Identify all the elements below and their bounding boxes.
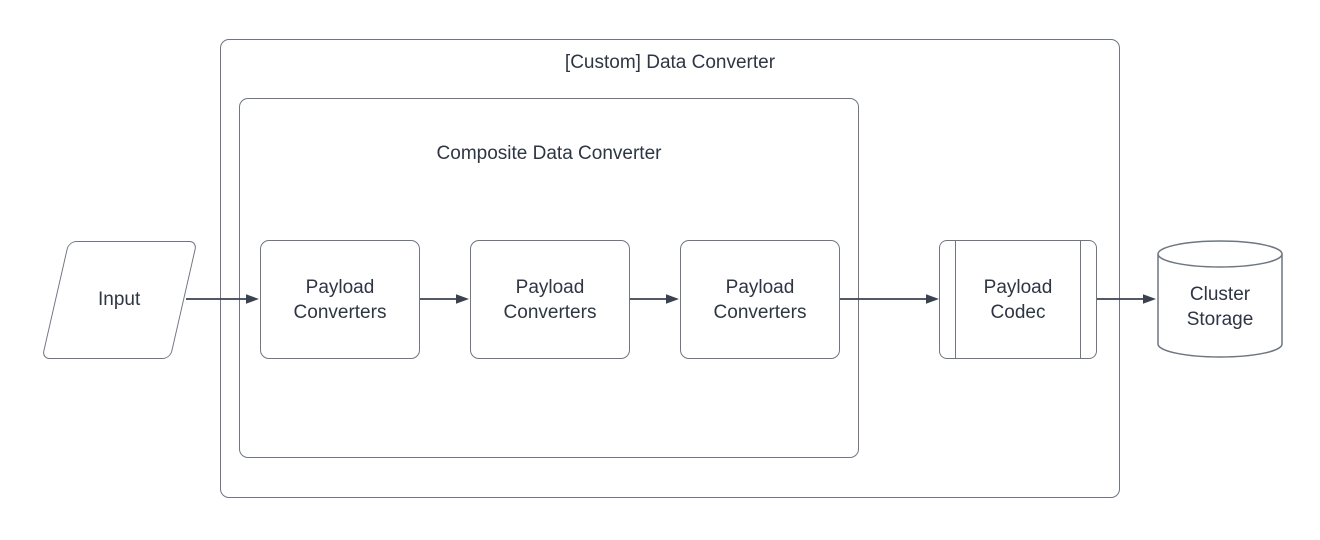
node-payload-codec-label: Payload Codec [983,276,1053,323]
node-input: Input [41,241,198,359]
node-payload-converters-2: Payload Converters [470,240,630,359]
payload-codec-left-bar [955,241,956,358]
node-payload-codec: Payload Codec [939,240,1097,359]
container-custom-data-converter-label: [Custom] Data Converter [564,52,776,73]
container-composite-data-converter-label: Composite Data Converter [436,143,662,164]
node-payload-converters-1-label: Payload Converters [293,276,387,323]
cylinder-shape [1157,240,1283,358]
node-cluster-storage-label: Cluster Storage [1186,284,1254,330]
node-cluster-storage: Cluster Storage [1156,238,1284,360]
node-input-label: Input [98,289,141,310]
node-payload-converters-3: Payload Converters [680,240,840,359]
node-payload-converters-1: Payload Converters [260,240,420,359]
node-payload-converters-3-label: Payload Converters [713,276,807,323]
node-payload-converters-2-label: Payload Converters [503,276,597,323]
payload-codec-right-bar [1080,241,1081,358]
